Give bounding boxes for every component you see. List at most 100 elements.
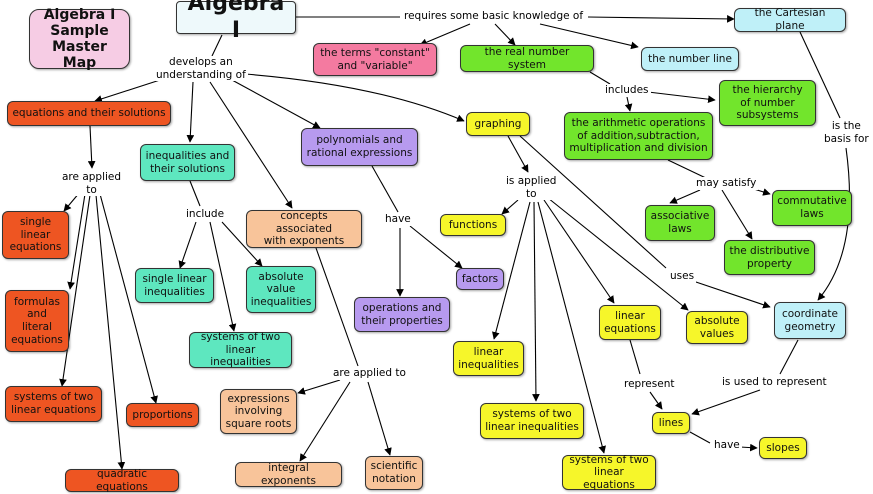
- edge: [539, 23, 639, 50]
- edge: [95, 194, 126, 470]
- edge: [543, 199, 615, 304]
- edge: [691, 389, 761, 416]
- edge: [721, 189, 753, 240]
- node-cartesian-plane[interactable]: the Cartesian plane: [734, 7, 846, 32]
- edge: [419, 23, 471, 46]
- node-real-number-system[interactable]: the real number system: [460, 45, 594, 72]
- node-inequalities-and-solutions[interactable]: inequalities and their solutions: [140, 144, 235, 181]
- link-label-may-satisfy: may satisfy: [694, 177, 759, 190]
- edge: [189, 180, 201, 207]
- node-graphing[interactable]: graphing: [466, 112, 530, 136]
- node-scientific-notation[interactable]: scientific notation: [365, 456, 423, 490]
- node-constant-variable[interactable]: the terms "constant" and "variable": [313, 43, 437, 76]
- edge: [94, 79, 161, 103]
- node-systems-equations-left[interactable]: systems of two linear equations: [5, 386, 102, 422]
- edge: [409, 225, 463, 269]
- edge: [67, 193, 86, 290]
- link-label-uses: uses: [668, 270, 697, 283]
- link-label-is-applied: is applied to: [504, 175, 559, 201]
- node-square-roots[interactable]: expressions involving square roots: [220, 389, 297, 434]
- edge: [667, 159, 711, 181]
- node-systems-inequalities-right[interactable]: systems of two linear inequalities: [480, 403, 584, 439]
- link-label-basis: is the basis for: [822, 120, 871, 146]
- edge: [244, 73, 465, 122]
- node-slopes[interactable]: slopes: [759, 437, 807, 459]
- node-systems-equations-right[interactable]: systems of two linear equations: [562, 454, 656, 491]
- node-absolute-values[interactable]: absolute values: [686, 311, 748, 344]
- edge: [209, 81, 293, 209]
- edge: [492, 201, 531, 340]
- link-label-include: include: [184, 208, 227, 221]
- node-distributive[interactable]: the distributive property: [724, 240, 815, 275]
- node-number-line[interactable]: the number line: [641, 47, 739, 71]
- main-title-node: Algebra I: [176, 0, 296, 43]
- node-proportions[interactable]: proportions: [126, 403, 199, 427]
- node-single-linear-equations[interactable]: single linear equations: [2, 211, 69, 259]
- edge: [817, 147, 851, 301]
- edge: [537, 201, 606, 454]
- edge: [669, 189, 701, 204]
- edge: [186, 81, 195, 143]
- edge: [647, 91, 716, 104]
- edge: [99, 193, 158, 404]
- edge: [739, 443, 758, 452]
- node-functions[interactable]: functions: [440, 214, 506, 236]
- node-factors[interactable]: factors: [456, 268, 504, 290]
- node-integral-exponents[interactable]: integral exponents: [235, 462, 342, 487]
- node-single-linear-inequalities[interactable]: single linear inequalities: [135, 268, 214, 303]
- edge: [315, 247, 359, 367]
- node-linear-inequalities[interactable]: linear inequalities: [453, 341, 524, 376]
- edge: [221, 221, 263, 267]
- link-label-develops: develops an understanding of: [154, 56, 248, 82]
- edge: [589, 71, 611, 85]
- node-operations-properties[interactable]: operations and their properties: [354, 297, 450, 332]
- edge: [779, 339, 799, 375]
- edge: [689, 279, 771, 309]
- edge: [494, 23, 516, 46]
- link-label-requires: requires some basic knowledge of: [402, 10, 586, 23]
- edge: [519, 135, 667, 269]
- node-hierarchy[interactable]: the hierarchy of number subsystems: [719, 80, 816, 126]
- node-quadratic-equations[interactable]: quadratic equations: [65, 468, 179, 493]
- edge: [501, 199, 519, 215]
- edge: [211, 34, 223, 57]
- node-equations-and-solutions[interactable]: equations and their solutions: [7, 101, 171, 126]
- node-commutative-laws[interactable]: commutative laws: [772, 190, 852, 226]
- edge: [507, 135, 529, 173]
- edge: [297, 379, 341, 395]
- node-coordinate-geometry[interactable]: coordinate geometry: [774, 302, 846, 339]
- node-polynomials[interactable]: polynomials and rational expressions: [301, 128, 418, 166]
- edge: [532, 201, 540, 402]
- node-systems-inequalities-left[interactable]: systems of two linear inequalities: [189, 331, 292, 368]
- node-linear-equations[interactable]: linear equations: [599, 305, 661, 340]
- edge: [689, 431, 711, 444]
- link-label-used-to-represent: is used to represent: [720, 376, 829, 389]
- edge: [178, 221, 197, 269]
- node-absolute-value-inequalities[interactable]: absolute value inequalities: [246, 266, 316, 313]
- edge: [649, 391, 663, 410]
- edge: [87, 125, 96, 169]
- link-label-are-applied-left: are applied to: [60, 171, 124, 197]
- edge: [59, 194, 91, 387]
- sample-map-title-box: Algebra I Sample Master Map: [29, 7, 130, 71]
- edge: [371, 165, 399, 213]
- link-label-are-applied-exp: are applied to: [331, 367, 408, 380]
- edge: [299, 381, 351, 462]
- edge: [587, 15, 735, 23]
- edge: [629, 339, 641, 375]
- node-formulas-literal[interactable]: formulas and literal equations: [5, 290, 69, 352]
- link-label-have-poly: have: [383, 213, 413, 226]
- node-concepts-exponents[interactable]: concepts associated with exponents: [246, 210, 362, 248]
- link-label-represent: represent: [622, 378, 677, 391]
- node-lines[interactable]: lines: [652, 412, 690, 434]
- link-label-includes: includes: [603, 84, 651, 97]
- node-arithmetic-operations[interactable]: the arithmetic operations of addition,su…: [564, 112, 713, 160]
- link-label-have-lines: have: [712, 439, 742, 452]
- node-associative-laws[interactable]: associative laws: [645, 205, 715, 241]
- edge: [209, 221, 237, 332]
- edge: [367, 381, 392, 456]
- edge: [231, 79, 321, 129]
- edge: [547, 197, 689, 311]
- edge: [799, 31, 841, 119]
